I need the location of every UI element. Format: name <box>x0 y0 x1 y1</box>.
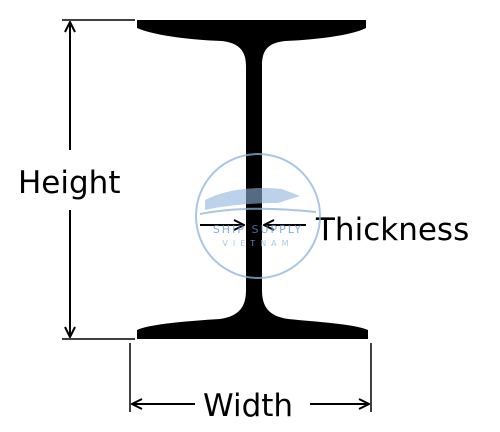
ship-supply-watermark: SHIP SUPPLY VIETNAM <box>195 153 321 279</box>
thickness-label: Thickness <box>315 212 469 248</box>
watermark-text-line1: SHIP SUPPLY <box>213 223 303 236</box>
watermark-wave-icon <box>199 207 317 215</box>
height-label: Height <box>18 165 120 201</box>
watermark-ship-icon <box>205 188 300 210</box>
watermark-ring <box>195 153 321 279</box>
watermark-text-line2: VIETNAM <box>222 239 293 248</box>
width-label: Width <box>203 388 293 424</box>
i-beam-shape <box>137 20 368 339</box>
